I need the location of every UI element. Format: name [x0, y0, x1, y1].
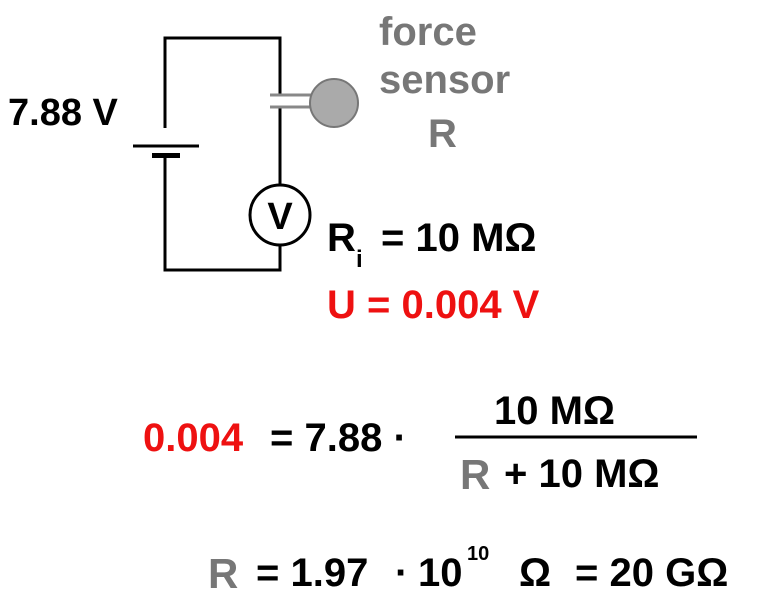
equation-lhs: 0.004 — [143, 416, 244, 460]
ri-value: = 10 MΩ — [381, 216, 537, 260]
result-coefficient: = 1.97 — [256, 551, 369, 595]
wire-bottom — [163, 158, 282, 272]
fraction-denominator-rest: + 10 MΩ — [504, 452, 660, 496]
result-final: = 20 GΩ — [575, 551, 729, 595]
result-dot: · — [395, 551, 409, 595]
circuit-wires — [163, 36, 282, 272]
sensor-label-r: R — [428, 112, 457, 156]
battery-short-plate — [152, 153, 180, 158]
fraction-denominator-r: R — [460, 451, 491, 498]
ri-symbol: R — [327, 216, 356, 260]
sensor-label-sensor: sensor — [379, 58, 511, 102]
voltmeter-circle — [248, 183, 312, 247]
fraction-numerator: 10 MΩ — [494, 389, 615, 433]
sensor-label-force: force — [379, 10, 477, 54]
result-r: R — [208, 550, 239, 597]
battery-voltage-label: 7.88 V — [8, 92, 118, 134]
equation-middle: = 7.88 · — [270, 416, 407, 460]
force-sensor-ball — [309, 78, 359, 128]
result-base: 10 — [418, 551, 463, 595]
voltmeter-symbol: V — [267, 196, 293, 238]
ri-subscript: i — [356, 246, 363, 273]
voltage-reading: U = 0.004 V — [327, 283, 540, 327]
result-unit: Ω — [519, 551, 552, 595]
wire-top — [163, 36, 282, 128]
result-exponent: 10 — [467, 543, 490, 565]
